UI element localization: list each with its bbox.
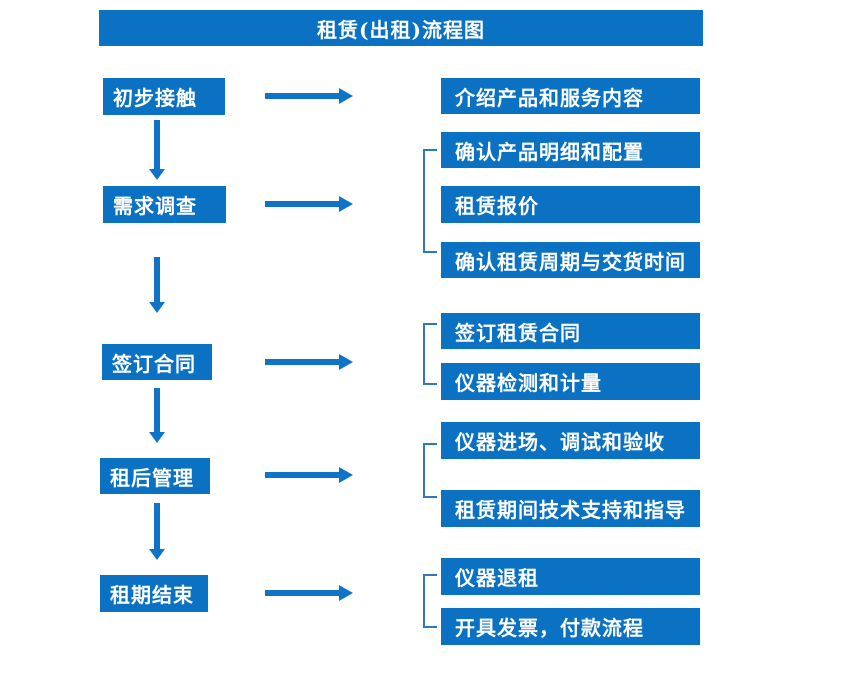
group-bracket [423, 443, 437, 498]
arrow-head [149, 549, 165, 560]
detail-box-instrument-inspection: 仪器检测和计量 [441, 363, 700, 400]
arrow-head [339, 354, 353, 370]
arrow-shaft [154, 257, 160, 302]
arrow-head [339, 196, 353, 212]
step-box-rental-end: 租期结束 [100, 575, 208, 612]
arrow-head [339, 467, 353, 483]
arrow-shaft [265, 590, 339, 596]
detail-box-instrument-entry: 仪器进场、调试和验收 [441, 422, 700, 459]
arrow-down-icon [146, 388, 168, 443]
arrow-shaft [154, 120, 160, 169]
arrow-shaft [154, 388, 160, 432]
detail-box-invoice-payment: 开具发票，付款流程 [441, 608, 700, 645]
arrow-head [149, 169, 165, 180]
group-bracket [423, 323, 437, 385]
detail-box-confirm-product-details: 确认产品明细和配置 [441, 132, 700, 168]
arrow-right-icon [265, 88, 353, 104]
detail-box-rental-quote: 租赁报价 [441, 186, 700, 223]
arrow-right-icon [265, 467, 353, 483]
detail-box-introduce-products: 介绍产品和服务内容 [441, 78, 700, 114]
arrow-head [339, 585, 353, 601]
detail-box-instrument-return: 仪器退租 [441, 558, 700, 595]
detail-box-tech-support: 租赁期间技术支持和指导 [441, 490, 700, 527]
step-box-sign-contract: 签订合同 [102, 344, 212, 380]
arrow-down-icon [146, 120, 168, 180]
arrow-shaft [154, 503, 160, 549]
detail-box-confirm-period-delivery: 确认租赁周期与交货时间 [441, 242, 700, 278]
group-bracket [423, 574, 437, 628]
arrow-down-icon [146, 257, 168, 313]
arrow-shaft [265, 472, 339, 478]
group-bracket [423, 149, 437, 253]
arrow-shaft [265, 359, 339, 365]
arrow-head [339, 88, 353, 104]
detail-box-sign-rental-contract: 签订租赁合同 [441, 313, 700, 349]
step-box-initial-contact: 初步接触 [103, 78, 225, 115]
step-box-demand-survey: 需求调查 [103, 186, 226, 223]
arrow-right-icon [265, 585, 353, 601]
arrow-shaft [265, 201, 339, 207]
arrow-right-icon [265, 354, 353, 370]
arrow-shaft [265, 93, 339, 99]
arrow-head [149, 302, 165, 313]
arrow-right-icon [265, 196, 353, 212]
page-title: 租赁(出租)流程图 [317, 17, 485, 42]
step-box-post-rental-management: 租后管理 [100, 458, 210, 494]
arrow-down-icon [146, 503, 168, 560]
title-bar: 租赁(出租)流程图 [99, 10, 703, 46]
arrow-head [149, 432, 165, 443]
